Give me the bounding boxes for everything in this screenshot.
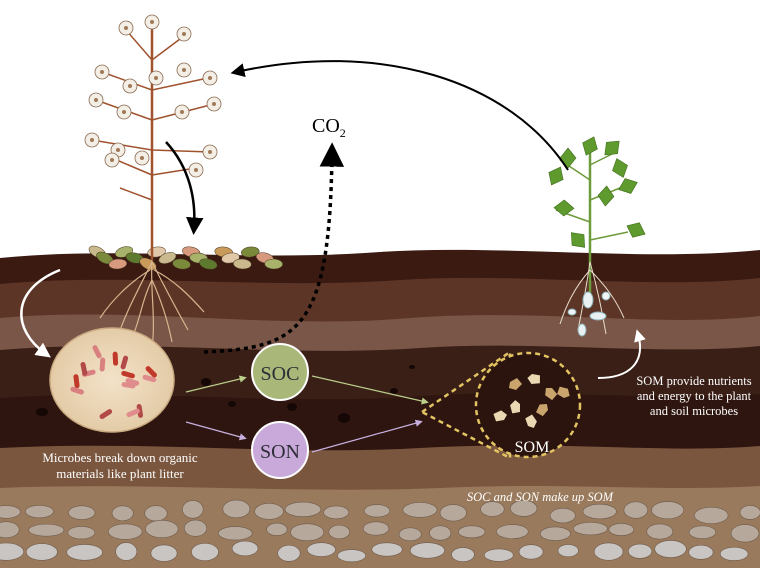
cotton-plant <box>91 22 215 260</box>
som-label: SOM <box>515 439 550 456</box>
microbe-cell <box>49 327 175 433</box>
som-magnifier <box>419 349 582 461</box>
root-microbes <box>567 291 611 337</box>
arrow-co2-release <box>203 142 345 354</box>
arrow-litter-to-microbes <box>20 268 61 358</box>
arrow-plant-to-litter <box>165 141 204 235</box>
soc-node: SOC <box>251 343 309 401</box>
seedling-plant <box>548 136 646 295</box>
som-provides-caption: SOM provide nutrients and energy to the … <box>636 374 752 418</box>
cotton-bolls <box>84 14 222 178</box>
arrow-son-to-som <box>311 419 423 453</box>
son-label: SON <box>260 441 300 463</box>
co2-label: CO2 <box>312 115 346 140</box>
soc-label: SOC <box>261 363 300 385</box>
seedling-roots <box>559 261 625 335</box>
arrow-microbes-to-son <box>185 421 247 441</box>
pebble-band <box>0 499 760 563</box>
leaf-litter <box>88 245 283 271</box>
arrow-seedling-to-cotton <box>230 60 569 171</box>
cotton-roots <box>99 257 205 349</box>
soil-specks <box>36 365 415 423</box>
arrow-soc-to-som <box>311 375 429 405</box>
arrow-microbes-to-soc <box>185 375 247 393</box>
make-up-caption: SOC and SON make up SOM <box>466 490 614 504</box>
microbes-caption: Microbes break down organic materials li… <box>42 450 198 481</box>
son-node: SON <box>251 421 309 479</box>
arrow-som-to-roots <box>597 329 646 379</box>
